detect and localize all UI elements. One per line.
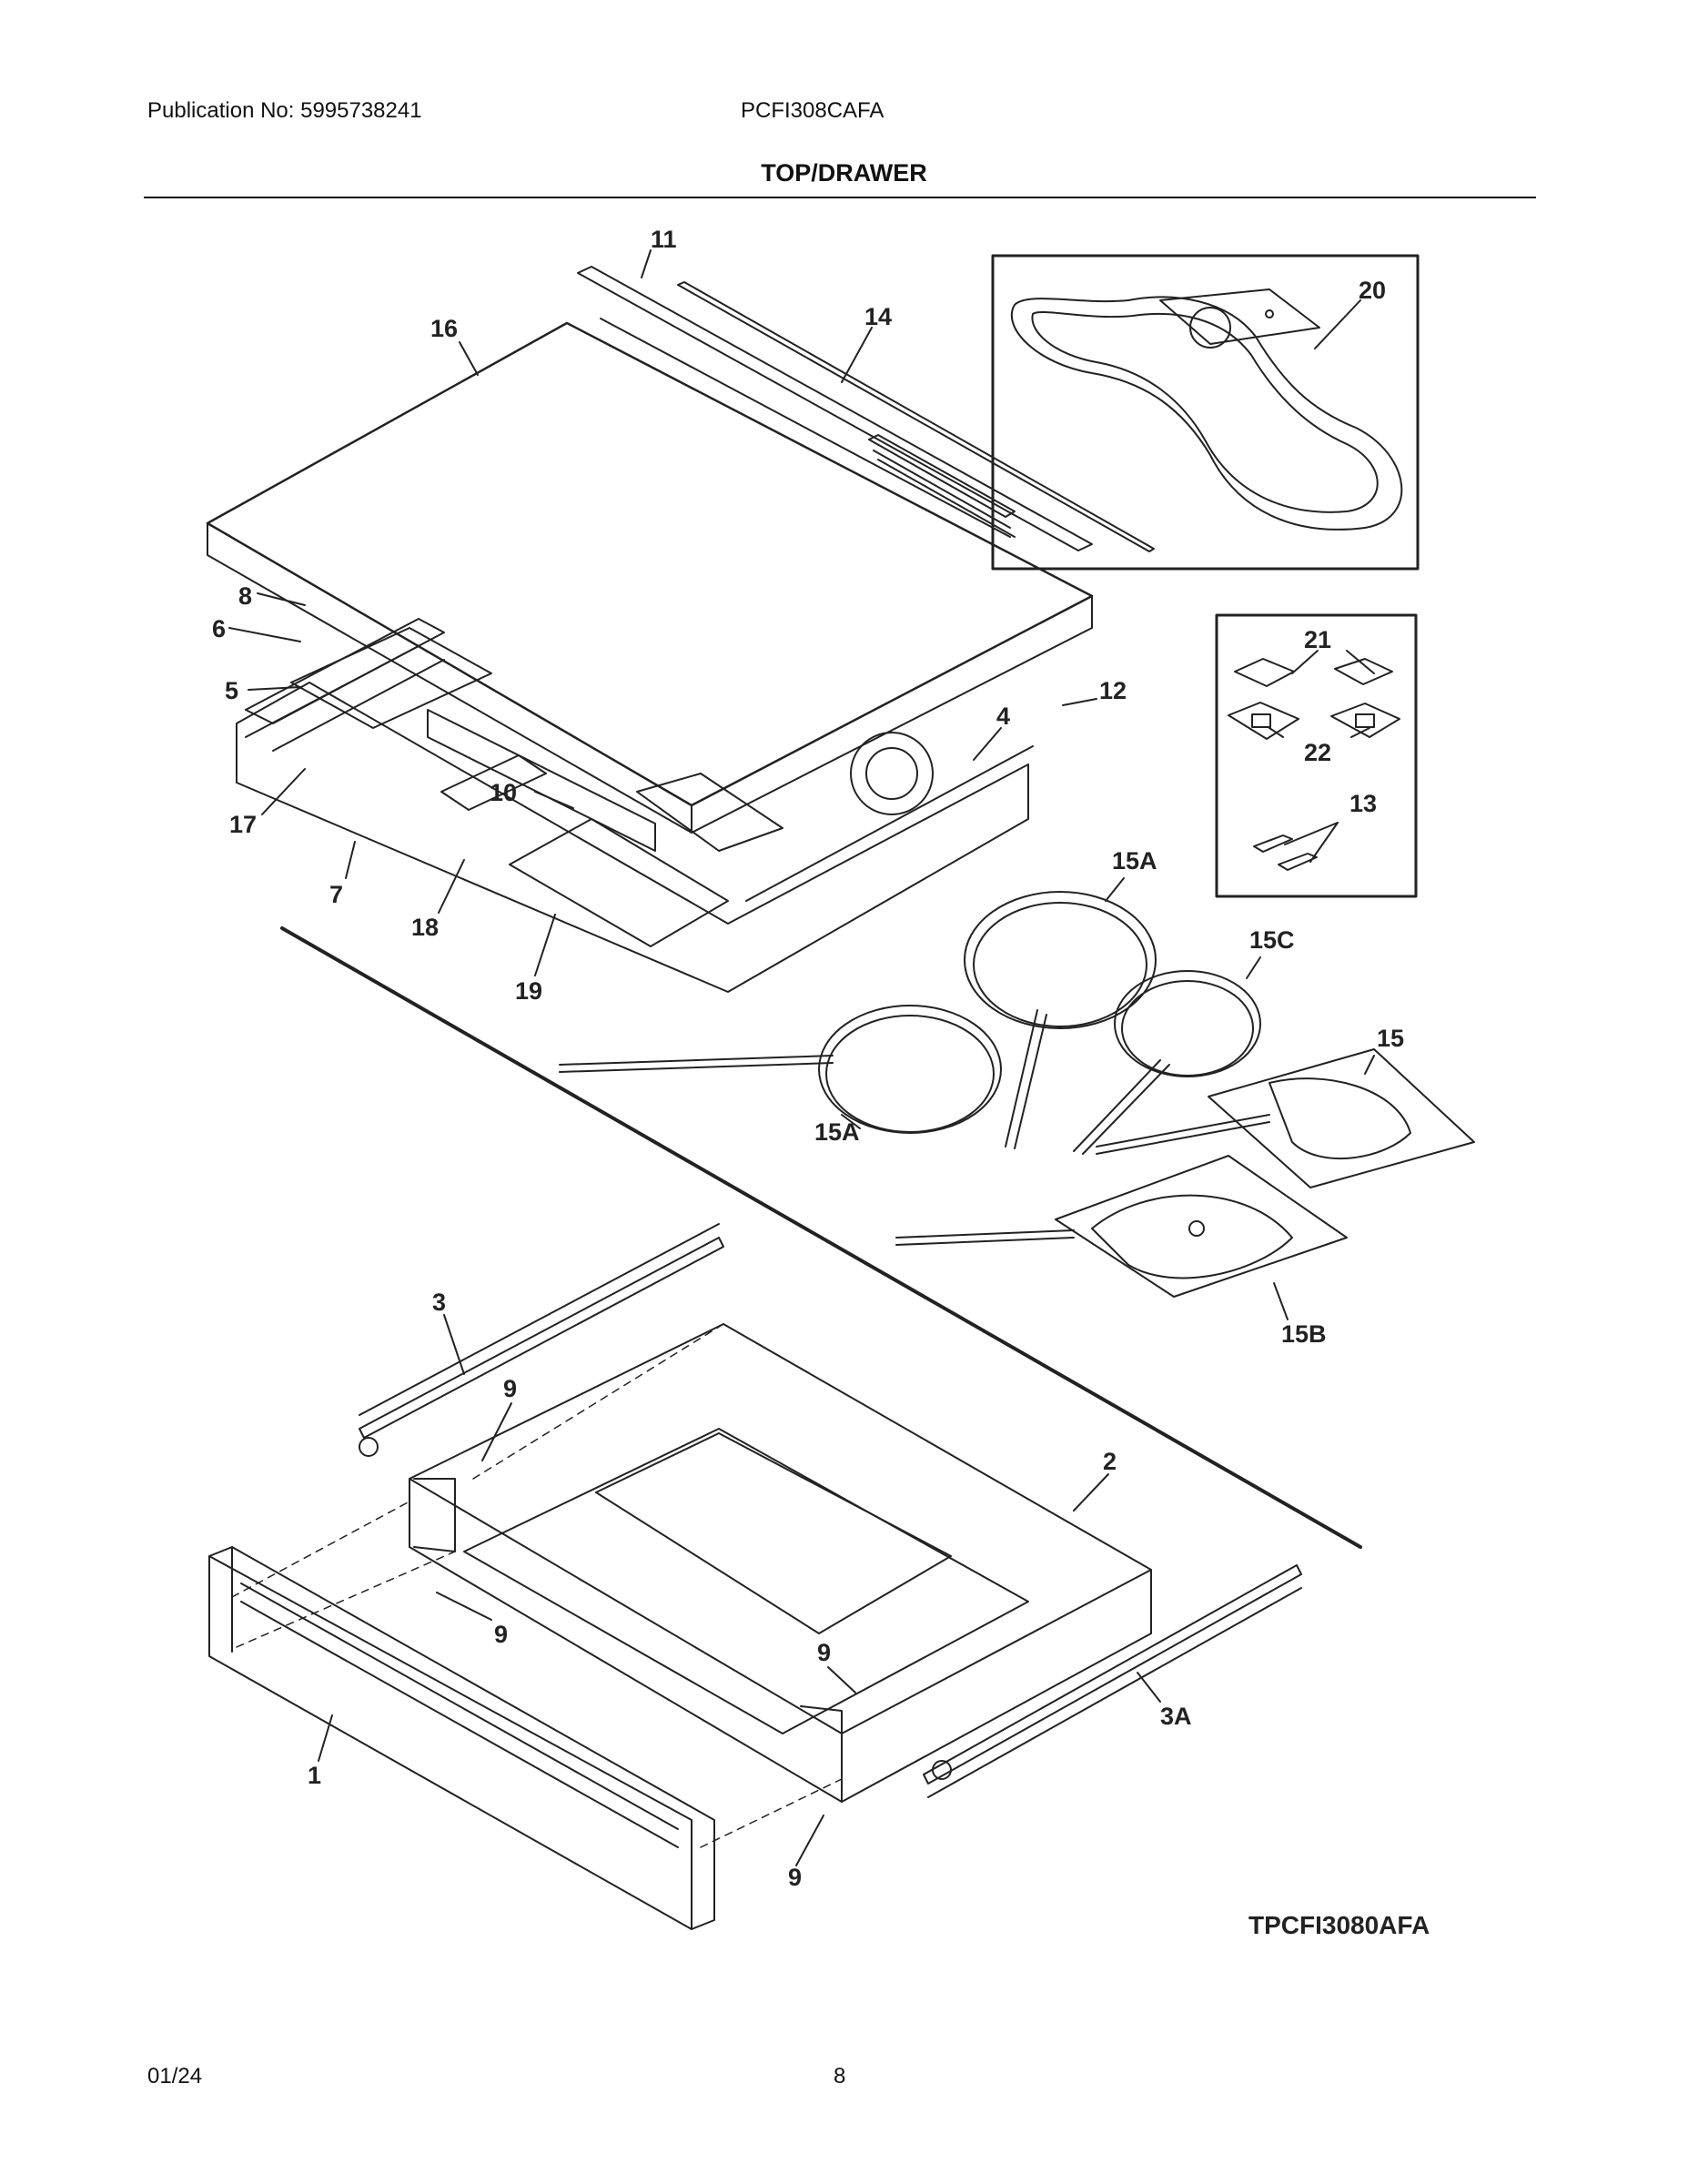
header-rule (144, 197, 1536, 198)
callout-13: 13 (1349, 790, 1377, 817)
callout-9-upper: 9 (503, 1375, 517, 1402)
footer-date: 01/24 (147, 2064, 203, 2088)
cooktop-chassis (236, 618, 1034, 993)
callout-15b: 15B (1281, 1320, 1327, 1348)
callout-15: 15 (1377, 1025, 1404, 1052)
callout-5: 5 (225, 677, 238, 704)
callout-4: 4 (996, 703, 1010, 730)
drawer-slides (359, 1223, 1302, 1798)
callout-12: 12 (1099, 677, 1127, 704)
rear-trim-strips (577, 266, 1155, 552)
callout-16: 16 (430, 315, 458, 342)
model-number: PCFI308CAFA (741, 98, 884, 123)
callout-21: 21 (1304, 626, 1331, 653)
callout-7: 7 (329, 881, 343, 908)
callout-11: 11 (651, 226, 677, 253)
callout-3a: 3A (1160, 1703, 1192, 1730)
callout-1: 1 (308, 1762, 321, 1789)
callout-9-bottom: 9 (788, 1864, 802, 1891)
callout-6: 6 (212, 615, 226, 642)
section-title: TOP/DRAWER (761, 159, 927, 187)
alignment-lines (231, 1323, 843, 1848)
callout-18: 18 (411, 914, 439, 941)
callout-15a-lower: 15A (814, 1118, 860, 1146)
callout-3: 3 (432, 1289, 446, 1316)
callout-19: 19 (515, 977, 542, 1005)
callout-20: 20 (1359, 277, 1386, 304)
induction-coils (559, 891, 1475, 1298)
callout-9-left: 9 (494, 1621, 508, 1648)
callout-14: 14 (864, 303, 892, 330)
drawing-code: TPCFI3080AFA (1248, 1911, 1430, 1939)
drawer-body (409, 1323, 1152, 1803)
callout-10: 10 (490, 779, 517, 806)
cooktop-glass (206, 318, 1094, 834)
callout-17: 17 (229, 811, 257, 838)
callout-15a-upper: 15A (1112, 847, 1157, 875)
drawer-front (208, 1546, 715, 1930)
callout-9-right: 9 (817, 1639, 831, 1666)
callout-2: 2 (1103, 1448, 1117, 1475)
callout-22: 22 (1304, 739, 1331, 766)
separator-line (280, 926, 1362, 1549)
callout-15c: 15C (1249, 926, 1295, 954)
callout-8: 8 (238, 582, 252, 610)
publication-number: Publication No: 5995738241 (147, 98, 422, 123)
leader-lines (228, 249, 1375, 1866)
page-number: 8 (834, 2064, 846, 2088)
inset-gasket (991, 254, 1420, 571)
